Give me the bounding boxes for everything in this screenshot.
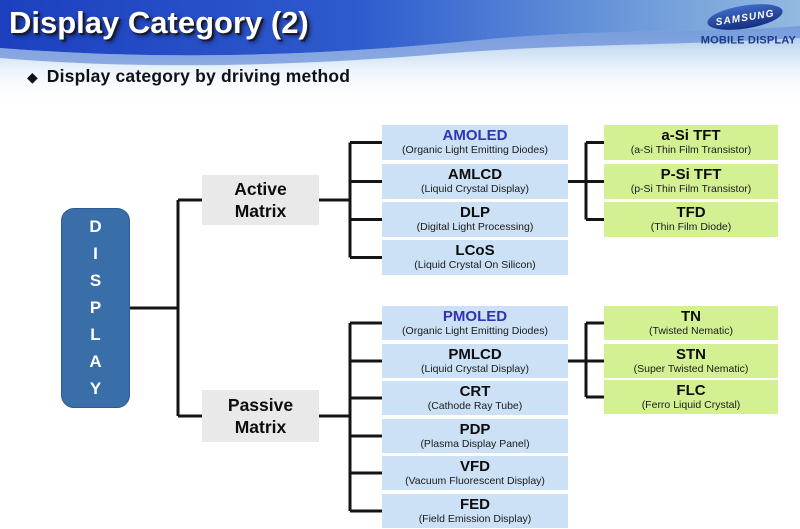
node-dlp: DLP (Digital Light Processing) xyxy=(382,202,568,237)
node-title: a-Si TFT xyxy=(661,127,721,144)
node-title: VFD xyxy=(460,458,490,475)
logo-ellipse xyxy=(707,4,783,30)
node-subtitle: (Field Emission Display) xyxy=(418,513,532,525)
branch-label-line: Matrix xyxy=(234,417,287,437)
node-crt: CRT (Cathode Ray Tube) xyxy=(382,381,568,415)
node-title: TFD xyxy=(676,204,706,221)
node-tfd: TFD (Thin Film Diode) xyxy=(604,202,778,237)
node-subtitle: (Thin Film Diode) xyxy=(650,221,732,233)
node-pdp: PDP (Plasma Display Panel) xyxy=(382,419,568,453)
node-title: CRT xyxy=(459,383,491,400)
node-subtitle: (Liquid Crystal On Silicon) xyxy=(414,259,536,271)
node-title: P-Si TFT xyxy=(660,166,722,183)
section-heading-text: Display category by driving method xyxy=(46,66,351,86)
node-subtitle: (Twisted Nematic) xyxy=(648,325,733,337)
node-fed: FED (Field Emission Display) xyxy=(382,494,568,528)
branch-label-line: Matrix xyxy=(234,201,287,221)
header-wave-mid xyxy=(0,26,800,66)
node-title: PDP xyxy=(459,421,491,438)
root-letter: L xyxy=(90,325,101,344)
node-subtitle: (Organic Light Emitting Diodes) xyxy=(402,144,548,156)
node-lcos: LCoS (Liquid Crystal On Silicon) xyxy=(382,240,568,275)
node-vfd: VFD (Vacuum Fluorescent Display) xyxy=(382,456,568,490)
node-display-root: D I S P L A Y xyxy=(61,208,130,408)
header-fade xyxy=(0,62,800,118)
section-heading: ◆ Display category by driving method xyxy=(27,66,350,87)
page-title: Display Category (2) xyxy=(9,5,309,40)
node-title: PMLCD xyxy=(448,346,502,363)
node-title: DLP xyxy=(460,204,490,221)
samsung-logo-icon: SAMSUNG MOBILE DISPLAY xyxy=(701,4,797,47)
node-psi-tft: P-Si TFT (p-Si Thin Film Transistor) xyxy=(604,164,778,199)
node-subtitle: (Liquid Crystal Display) xyxy=(421,183,529,195)
node-subtitle: (Cathode Ray Tube) xyxy=(427,400,523,412)
node-active-matrix: Active Matrix xyxy=(202,175,319,225)
node-title: PMOLED xyxy=(442,308,508,325)
branch-label-line: Passive xyxy=(227,395,294,415)
node-title: FED xyxy=(460,496,490,513)
header-banner xyxy=(0,0,800,118)
node-flc: FLC (Ferro Liquid Crystal) xyxy=(604,380,778,414)
node-subtitle: (Organic Light Emitting Diodes) xyxy=(402,325,548,337)
node-subtitle: (Plasma Display Panel) xyxy=(420,438,530,450)
node-pmlcd: PMLCD (Liquid Crystal Display) xyxy=(382,344,568,378)
node-stn: STN (Super Twisted Nematic) xyxy=(604,344,778,378)
root-letter: I xyxy=(93,244,98,263)
root-letter: P xyxy=(89,298,102,317)
node-asi-tft: a-Si TFT (a-Si Thin Film Transistor) xyxy=(604,125,778,160)
node-pmoled: PMOLED (Organic Light Emitting Diodes) xyxy=(382,306,568,340)
node-subtitle: (Liquid Crystal Display) xyxy=(421,363,529,375)
diamond-bullet-icon: ◆ xyxy=(27,68,38,85)
root-letter: A xyxy=(89,352,102,371)
logo-division-text: MOBILE DISPLAY xyxy=(701,35,797,47)
brand-logo: SAMSUNG MOBILE DISPLAY xyxy=(683,2,798,53)
node-title: TN xyxy=(681,308,701,325)
node-amlcd: AMLCD (Liquid Crystal Display) xyxy=(382,164,568,199)
root-letter: Y xyxy=(89,379,102,398)
header-wave-dark xyxy=(0,0,800,56)
node-title: LCoS xyxy=(455,242,495,259)
node-subtitle: (Digital Light Processing) xyxy=(416,221,534,233)
root-letter: D xyxy=(89,217,102,236)
node-title: AMLCD xyxy=(447,166,503,183)
branch-label-line: Active xyxy=(234,179,287,199)
node-subtitle: (p-Si Thin Film Transistor) xyxy=(630,183,752,195)
node-subtitle: (Ferro Liquid Crystal) xyxy=(641,399,741,411)
node-title: AMOLED xyxy=(442,127,508,144)
node-subtitle: (Super Twisted Nematic) xyxy=(633,363,749,375)
node-title: FLC xyxy=(676,382,706,399)
node-amoled: AMOLED (Organic Light Emitting Diodes) xyxy=(382,125,568,160)
root-letter: S xyxy=(89,271,102,290)
node-passive-matrix: Passive Matrix xyxy=(202,390,319,442)
node-title: STN xyxy=(676,346,706,363)
node-subtitle: (a-Si Thin Film Transistor) xyxy=(630,144,752,156)
node-tn: TN (Twisted Nematic) xyxy=(604,306,778,340)
node-subtitle: (Vacuum Fluorescent Display) xyxy=(405,475,545,487)
